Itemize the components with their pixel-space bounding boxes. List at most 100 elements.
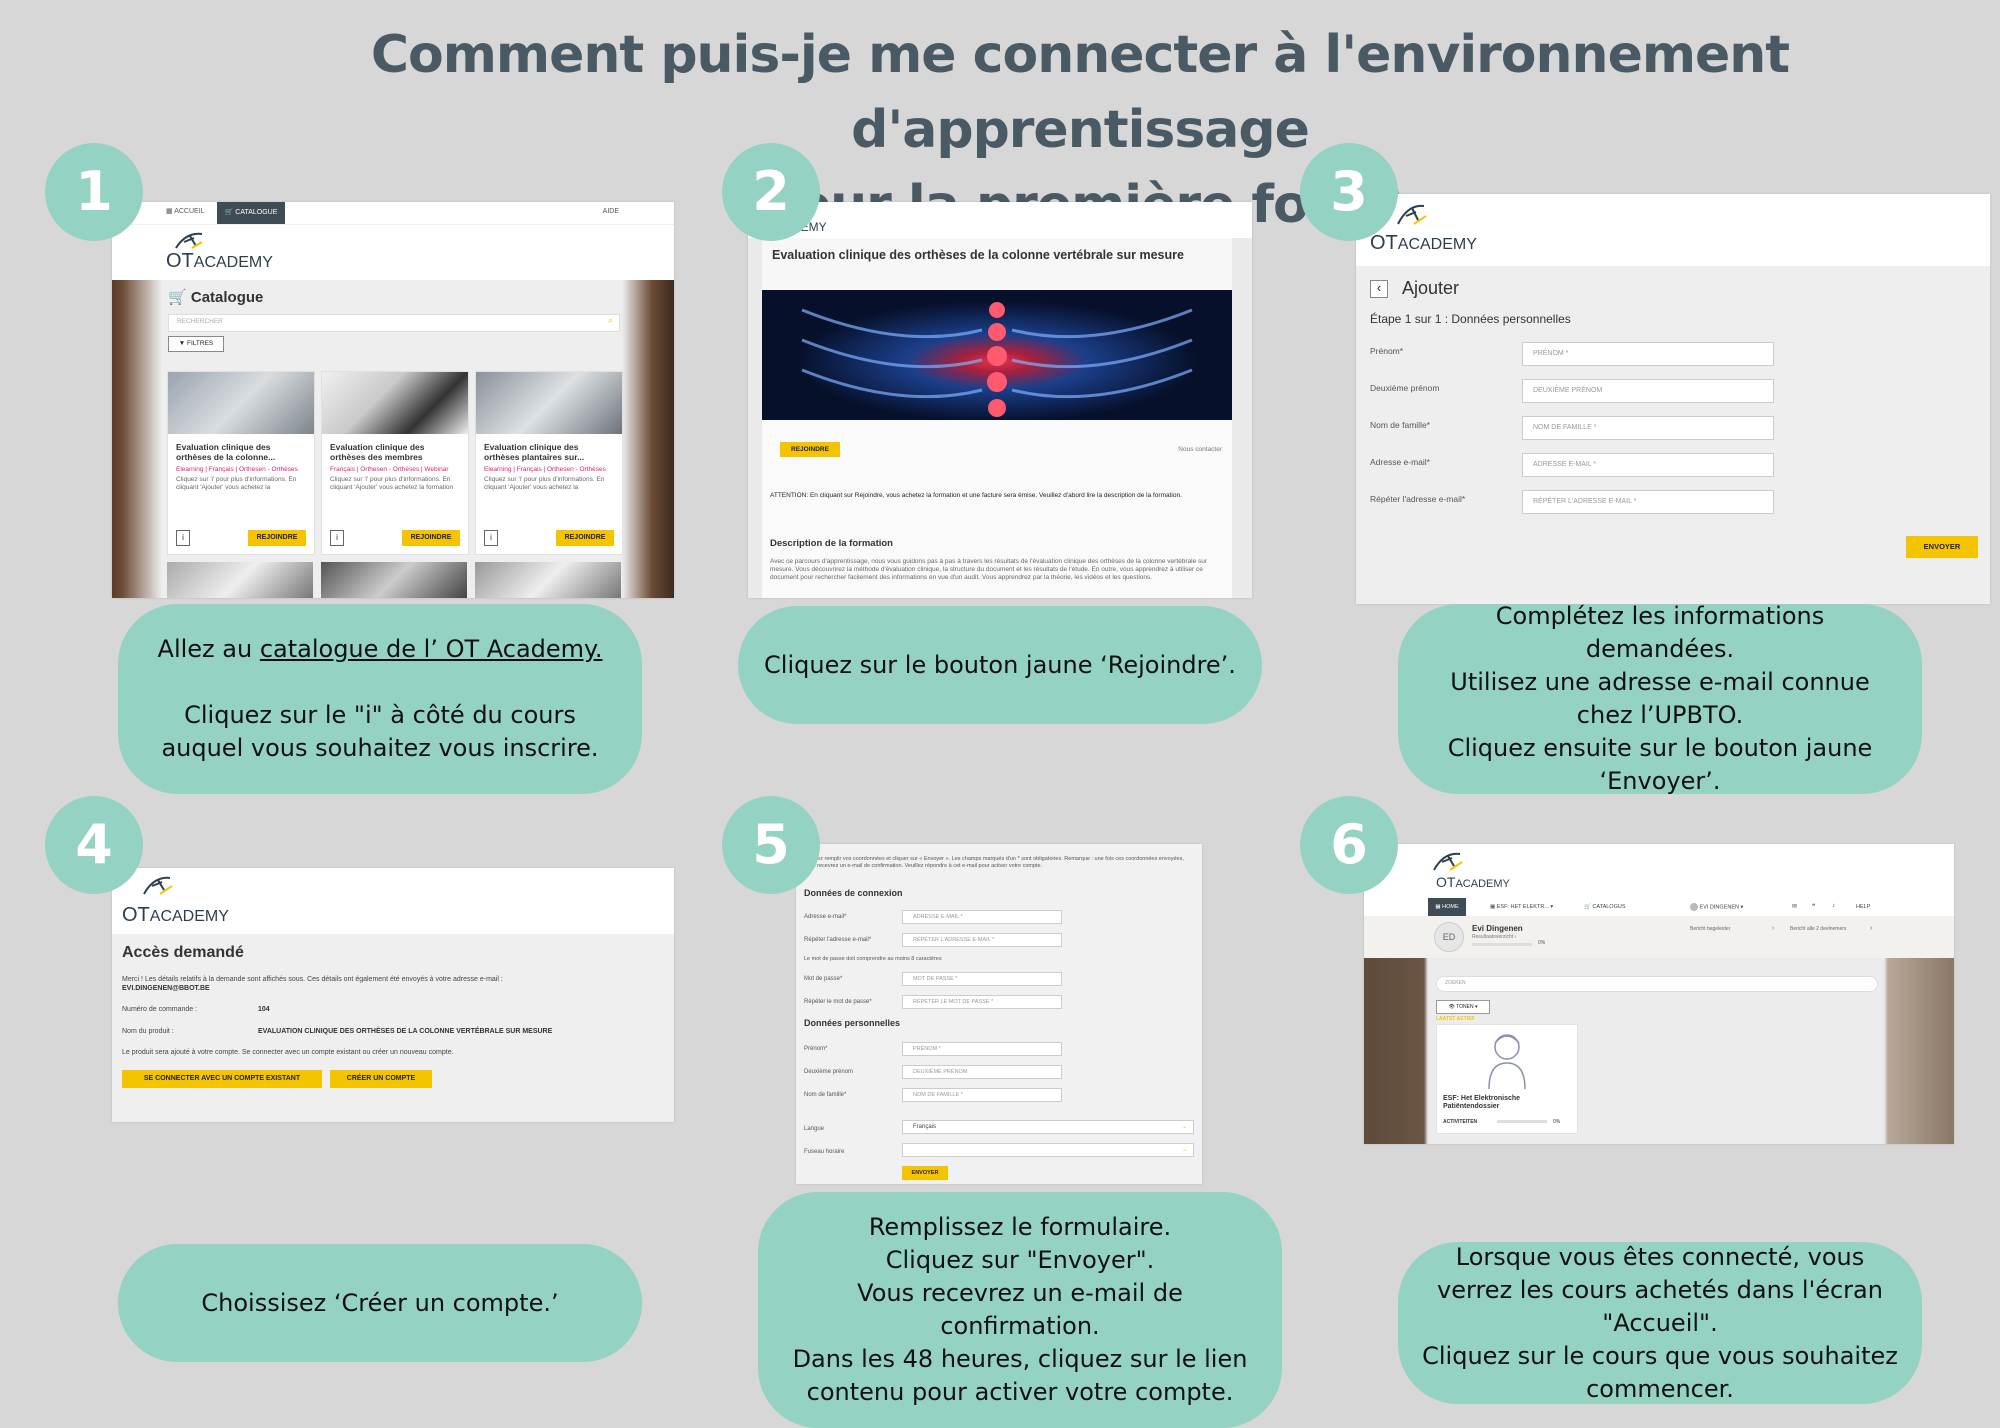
repeat-email-label: Répéter l'adresse e-mail*	[1370, 494, 1466, 504]
nav-help[interactable]: HELP	[1856, 904, 1871, 910]
message-participants-link[interactable]: Bericht alle 2 deelnemers	[1790, 926, 1847, 932]
course-image	[476, 372, 622, 434]
instruction-bubble-1: Allez au catalogue de l’ OT Academy. Cli…	[118, 604, 642, 794]
chevron-down-icon: ⌄	[1181, 1124, 1187, 1130]
last-name-input[interactable]: NOM DE FAMILLE *	[1522, 416, 1774, 440]
instruction-bubble-4: Choissisez ‘Créer un compte.’	[118, 1244, 642, 1362]
chat-icon[interactable]: ❝	[1812, 904, 1816, 910]
step-number-5: 5	[722, 796, 820, 894]
info-button[interactable]: i	[330, 530, 344, 546]
first-name-label: Prénom*	[804, 1046, 828, 1052]
screenshot-dashboard: OTACADEMY ▦ HOME ▦ ESF: HET ELEKTR... ▾ …	[1364, 844, 1954, 1144]
course-progress-bar	[1497, 1120, 1547, 1123]
step-number-2: 2	[722, 143, 820, 241]
screenshot-add-form: OTACADEMY ‹ Ajouter Étape 1 sur 1 : Donn…	[1356, 194, 1990, 604]
join-button[interactable]: REJOINDRE	[556, 530, 614, 546]
step-number-3: 3	[1300, 143, 1398, 241]
screenshot-course-detail: ADEMY Evaluation clinique des orthèses d…	[748, 202, 1252, 598]
ot-academy-logo: OTACADEMY	[1370, 232, 1477, 254]
step-number-1: 1	[45, 143, 143, 241]
language-label: Langue	[804, 1126, 825, 1132]
nav-catalogue[interactable]: 🛒 CATALOGUE	[217, 202, 285, 224]
screenshot-access-requested: OTACADEMY Accès demandé Merci ! Les déta…	[112, 868, 674, 1122]
nav-home[interactable]: ▦ ACCUEIL	[166, 208, 205, 215]
instruction-bubble-5: Remplissez le formulaire. Cliquez sur "E…	[758, 1192, 1282, 1428]
password-input[interactable]: MOT DE PASSE *	[902, 972, 1062, 986]
search-input[interactable]: RECHERCHER ⌕	[168, 314, 620, 332]
product-label: Nom du produit :	[122, 1028, 174, 1035]
step-number-4: 4	[45, 796, 143, 894]
last-name-label: Nom de famille*	[1370, 420, 1430, 430]
search-input[interactable]: ZOEKEN	[1436, 976, 1878, 992]
repeat-email-input[interactable]: RÉPÉTER L'ADRESSE E-MAIL *	[902, 933, 1062, 947]
screenshot-signup-form: Veuillez remplir vos coordonnées et cliq…	[796, 844, 1202, 1184]
back-button[interactable]: ‹	[1370, 280, 1388, 298]
first-name-input[interactable]: PRÉNOM *	[1522, 342, 1774, 366]
catalogue-link[interactable]: catalogue de l’ OT Academy.	[259, 635, 603, 663]
spine-illustration-icon	[801, 302, 1193, 417]
password-label: Mot de passe*	[804, 976, 843, 982]
email-input[interactable]: ADRESSE E-MAIL *	[1522, 453, 1774, 477]
repeat-password-input[interactable]: RÉPÉTER LE MOT DE PASSE *	[902, 995, 1062, 1009]
chevron-left-icon: ‹	[1376, 280, 1382, 295]
course-heading: Evaluation clinique des orthèses de la c…	[762, 238, 1232, 290]
course-image	[322, 372, 468, 434]
course-card-3[interactable]: Evaluation clinique des orthèses plantai…	[475, 371, 623, 555]
email-input[interactable]: ADRESSE E-MAIL *	[902, 910, 1062, 924]
order-label: Numéro de commande :	[122, 1006, 198, 1013]
instruction-bubble-3: Complétez les informations demandées. Ut…	[1398, 602, 1922, 795]
search-icon: ⌕	[607, 316, 613, 326]
filters-button[interactable]: ▼ FILTRES	[168, 336, 224, 352]
nav-catalogus[interactable]: 🛒 CATALOGUS	[1584, 904, 1626, 910]
order-value: 104	[258, 1006, 270, 1013]
first-name-input[interactable]: PRÉNOM *	[902, 1042, 1062, 1056]
repeat-email-label: Répéter l'adresse e-mail*	[804, 937, 872, 943]
course-card-1[interactable]: Evaluation clinique des orthèses de la c…	[167, 371, 315, 555]
nav-course[interactable]: ▦ ESF: HET ELEKTR... ▾	[1490, 904, 1554, 910]
avatar	[1690, 903, 1698, 911]
chevron-down-icon: ⌄	[1181, 1147, 1187, 1153]
catalogue-heading: 🛒 Catalogue	[168, 289, 264, 306]
create-account-button[interactable]: CRÉER UN COMPTE	[330, 1070, 432, 1088]
existing-account-button[interactable]: SE CONNECTER AVEC UN COMPTE EXISTANT	[122, 1070, 322, 1088]
middle-name-input[interactable]: DEUXIÈME PRÉNOM	[1522, 379, 1774, 403]
bell-icon[interactable]: ♪	[1832, 903, 1835, 909]
message-coach-link[interactable]: Bericht begeleider	[1690, 926, 1731, 932]
step-number-6: 6	[1300, 796, 1398, 894]
send-button[interactable]: ENVOYER	[1906, 536, 1978, 558]
course-image	[321, 562, 467, 598]
language-select[interactable]: Français⌄	[902, 1120, 1194, 1134]
send-button[interactable]: ENVOYER	[902, 1166, 948, 1180]
first-name-label: Prénom*	[1370, 346, 1404, 356]
info-button[interactable]: i	[484, 530, 498, 546]
join-button[interactable]: REJOINDRE	[248, 530, 306, 546]
repeat-email-input[interactable]: RÉPÉTER L'ADRESSE E-MAIL *	[1522, 490, 1774, 514]
show-button[interactable]: 👁 TONEN ▾	[1436, 1000, 1490, 1014]
join-button[interactable]: REJOINDRE	[402, 530, 460, 546]
latest-active-label: LAATST ACTIEF	[1436, 1016, 1475, 1022]
contact-link[interactable]: Nous contacter	[1178, 446, 1222, 453]
instruction-bubble-6: Lorsque vous êtes connecté, vous verrez …	[1398, 1242, 1922, 1404]
profile-results-link[interactable]: Resultaatoverzicht ›	[1472, 934, 1517, 940]
screenshot-catalogue: ▦ ACCUEIL 🛒 CATALOGUE AIDE OTACADEMY 🛒 C…	[112, 202, 674, 598]
join-button[interactable]: REJOINDRE	[780, 442, 840, 457]
last-name-input[interactable]: NOM DE FAMILLE *	[902, 1088, 1062, 1102]
user-menu[interactable]: EVI DINGENEN ▾	[1690, 903, 1743, 911]
timezone-select[interactable]: ⌄	[902, 1143, 1194, 1157]
form-heading: Ajouter	[1402, 278, 1460, 298]
email-label: Adresse e-mail*	[1370, 457, 1430, 467]
nav-help[interactable]: AIDE	[602, 208, 619, 215]
mail-icon[interactable]: ✉	[1792, 904, 1798, 910]
ot-academy-logo: OTACADEMY	[122, 904, 229, 926]
middle-name-label: Deuxième prénom	[804, 1069, 854, 1075]
course-card-2[interactable]: Evaluation clinique des orthèses des mem…	[321, 371, 469, 555]
course-card-title: ESF: Het Elektronische Patiëntendossier	[1443, 1095, 1521, 1110]
nav-home[interactable]: ▦ HOME	[1428, 898, 1466, 916]
access-email: EVI.DINGENEN@BBOT.BE	[122, 985, 210, 992]
info-button[interactable]: i	[176, 530, 190, 546]
middle-name-input[interactable]: DEUXIÈME PRÉNOM	[902, 1065, 1062, 1079]
course-card[interactable]: ESF: Het Elektronische Patiëntendossier …	[1436, 1024, 1578, 1134]
product-value: EVALUATION CLINIQUE DES ORTHÈSES DE LA C…	[258, 1028, 553, 1035]
profile-progress-bar	[1472, 943, 1532, 946]
middle-name-label: Deuxième prénom	[1370, 383, 1440, 393]
